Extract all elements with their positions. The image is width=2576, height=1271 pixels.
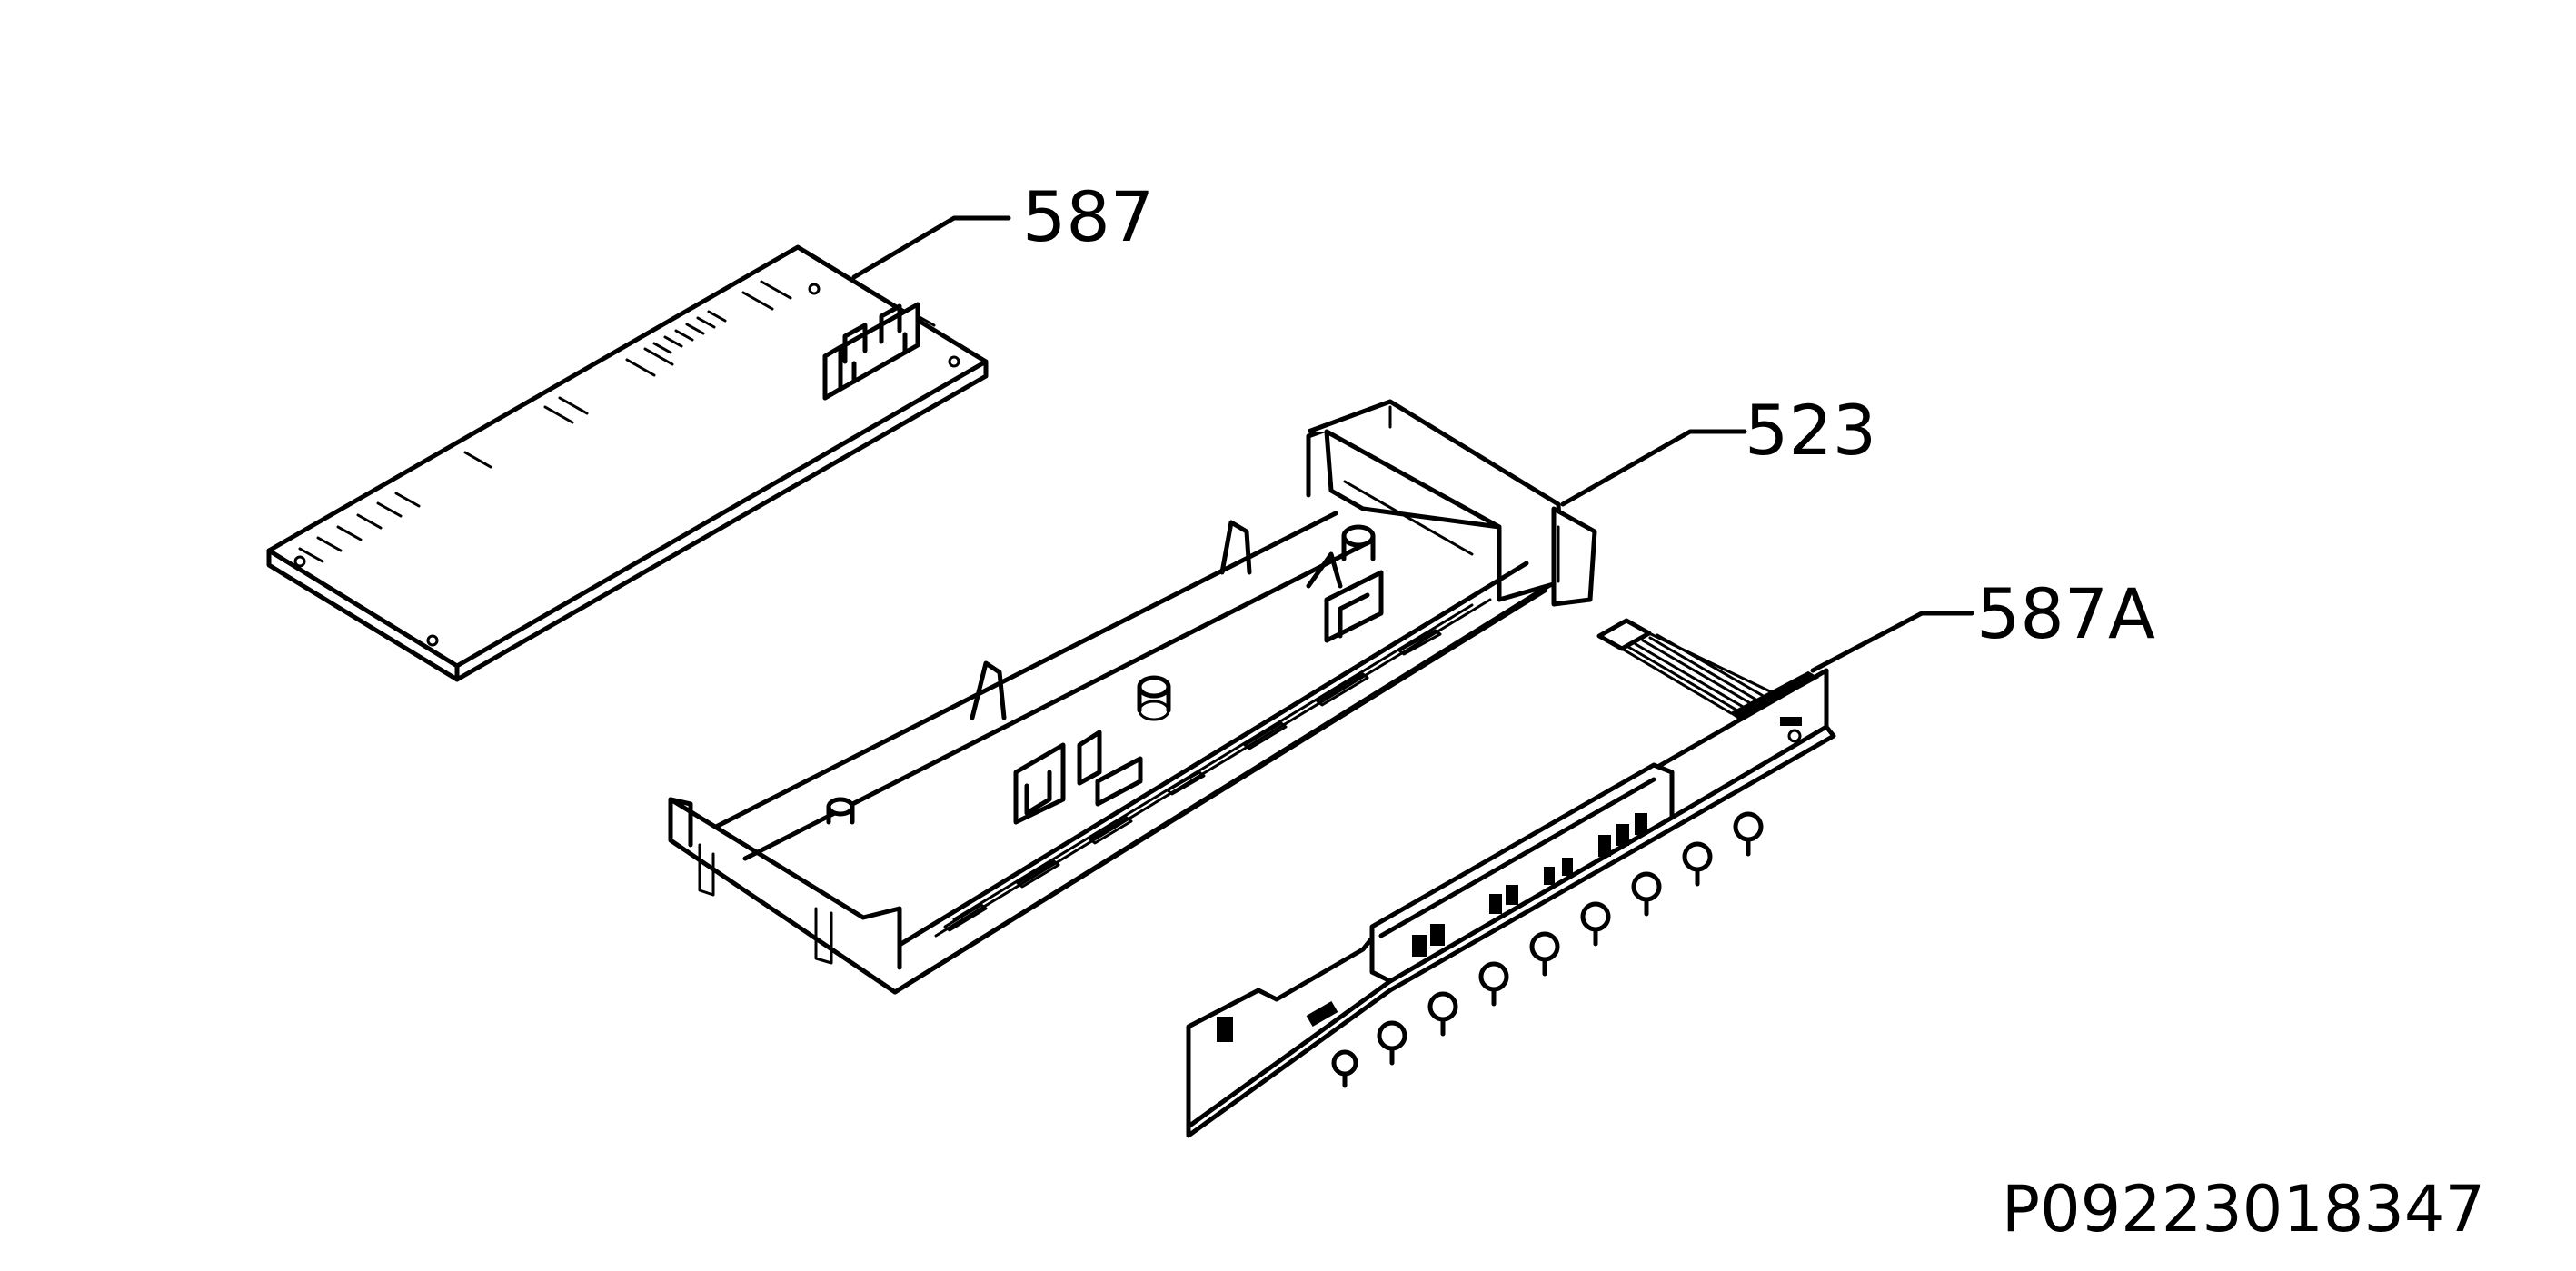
control-board-587A xyxy=(1186,618,1836,1138)
display-segments xyxy=(1412,813,1647,957)
callout-label-523: 523 xyxy=(1745,390,1876,471)
callout-label-587A: 587A xyxy=(1976,573,2155,654)
circuit-board-587 xyxy=(266,244,989,682)
callout-label-587: 587 xyxy=(1022,176,1154,257)
tray-rail-slots xyxy=(943,629,1442,932)
ribbon-cable xyxy=(1596,618,1820,721)
housing-tray-523 xyxy=(668,399,1597,995)
board-connector xyxy=(822,302,936,401)
push-buttons xyxy=(1331,811,1764,1088)
board-edge-slots xyxy=(298,280,792,563)
leader-lines xyxy=(851,215,1974,673)
drawing-reference-code: P09223018347 xyxy=(2002,1172,2485,1246)
